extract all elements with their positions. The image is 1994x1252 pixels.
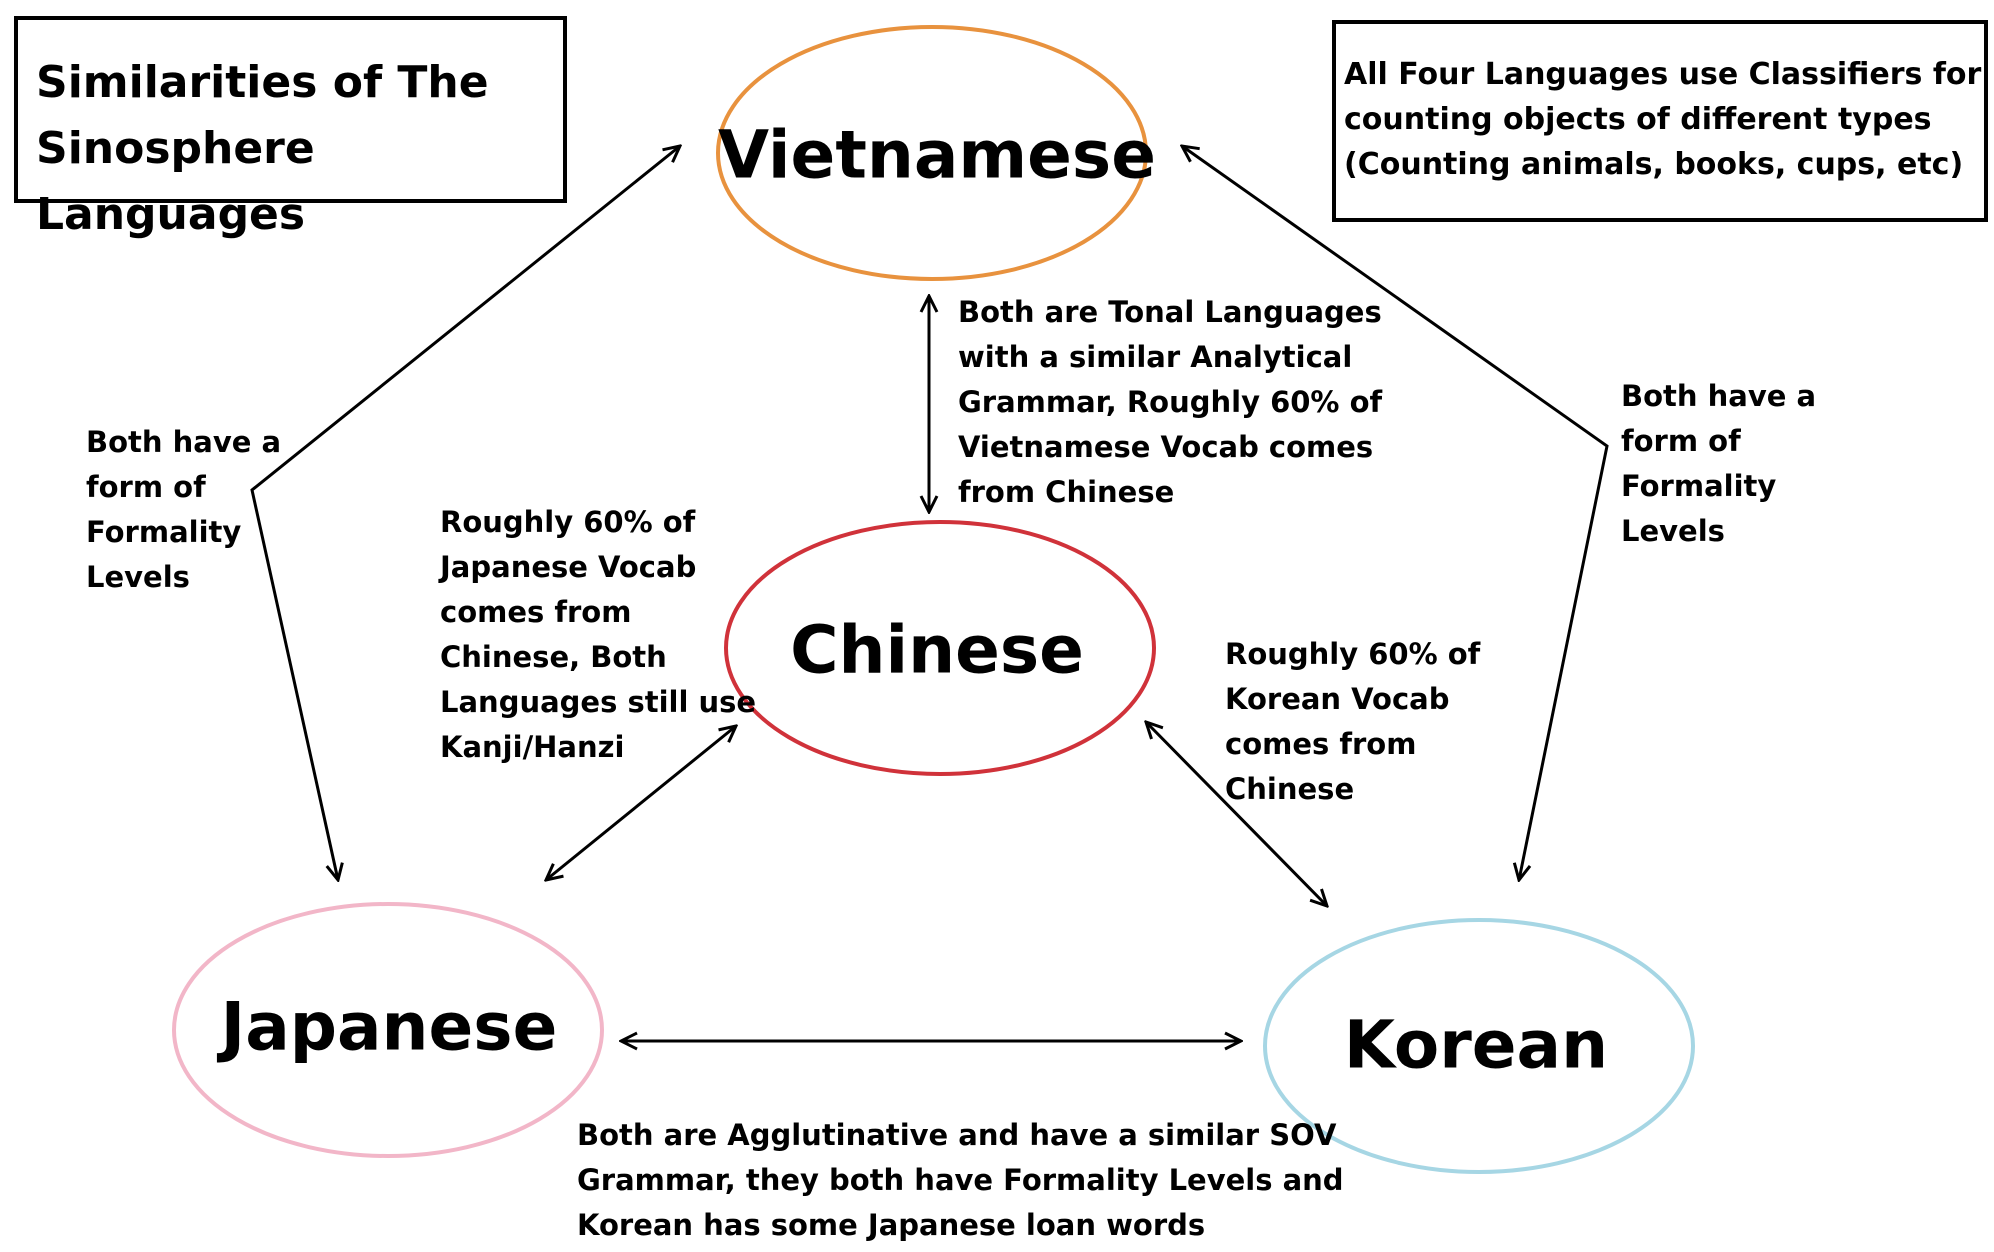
- diagram-title: Similarities of The Sinosphere Languages: [36, 57, 489, 240]
- node-vietnamese-ellipse: [716, 25, 1148, 281]
- node-chinese-ellipse: [724, 520, 1156, 776]
- node-chinese-label: Chinese: [790, 611, 1084, 689]
- edge-label-vietnamese-korean: Both have a form of Formality Levels: [1621, 379, 1817, 548]
- classifier-note: All Four Languages use Classifiers for c…: [1344, 57, 1982, 182]
- arrow-chinese-japanese: [546, 726, 736, 880]
- edge-label-chinese-korean: Roughly 60% of Korean Vocab comes from C…: [1225, 637, 1481, 806]
- arrow-chinese-korean: [1146, 722, 1327, 906]
- arrow-vietnamese-japanese: [250, 146, 680, 880]
- edge-label-chinese-japanese: Roughly 60% of Japanese Vocab comes from…: [440, 505, 757, 764]
- node-japanese-ellipse: [172, 902, 604, 1158]
- node-korean-label: Korean: [1343, 1006, 1609, 1084]
- edge-label-japanese-korean: Both are Agglutinative and have a simila…: [577, 1118, 1344, 1242]
- title-box: Similarities of The Sinosphere Languages: [14, 16, 567, 240]
- node-japanese-label: Japanese: [220, 988, 558, 1066]
- node-vietnamese-label: Vietnamese: [718, 116, 1156, 194]
- edge-label-vietnamese-chinese: Both are Tonal Languages with a similar …: [958, 295, 1383, 509]
- edge-label-vietnamese-japanese: Both have a form of Formality Levels: [86, 425, 282, 594]
- classifier-note-box: All Four Languages use Classifiers for c…: [1332, 20, 1988, 222]
- node-korean-ellipse: [1263, 918, 1695, 1174]
- arrow-vietnamese-korean: [1182, 146, 1609, 880]
